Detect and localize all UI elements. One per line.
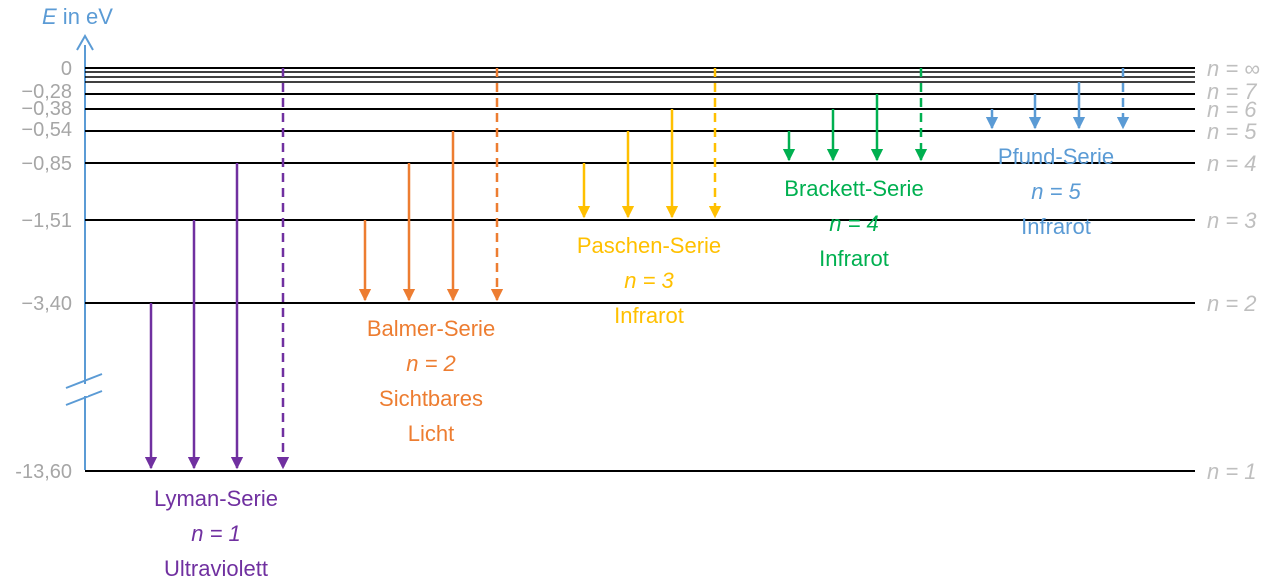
balmer-series-label: Balmer-Serie n = 2 Sichtbares Licht (367, 316, 495, 446)
brackett-label-region: Infrarot (819, 246, 889, 271)
paschen-series (577, 68, 722, 219)
axis-break-mark (65, 373, 103, 389)
quantum-number-labels: n = ∞ n = 7 n = 6 n = 5 n = 4 n = 3 n = … (1207, 56, 1260, 484)
n-label-5: n = 5 (1207, 119, 1257, 144)
n-label-3: n = 3 (1207, 208, 1257, 233)
lyman-series (144, 68, 290, 470)
pfund-series (985, 68, 1130, 130)
n-label-1: n = 1 (1207, 459, 1257, 484)
energy-label-n2: −3,40 (21, 293, 72, 315)
balmer-label-name: Balmer-Serie (367, 316, 495, 341)
n-label-2: n = 2 (1207, 291, 1257, 316)
n-label-6: n = 6 (1207, 97, 1257, 122)
balmer-series (358, 68, 504, 302)
lyman-label-name: Lyman-Serie (154, 486, 278, 511)
axis-break-gap (82, 384, 88, 396)
lyman-label-n: n = 1 (191, 521, 241, 546)
brackett-label-n: n = 4 (829, 211, 879, 236)
energy-axis: E in eV (42, 4, 113, 470)
axis-arrow-head (76, 33, 94, 51)
energy-label-n4: −0,85 (21, 153, 72, 175)
energy-label-n1: -13,60 (15, 461, 72, 483)
paschen-label-region: Infrarot (614, 303, 684, 328)
balmer-label-region: Sichtbares (379, 386, 483, 411)
brackett-series-label: Brackett-Serie n = 4 Infrarot (784, 176, 923, 271)
axis-label-variable: E (42, 4, 57, 29)
paschen-label-n: n = 3 (624, 268, 674, 293)
pfund-label-region: Infrarot (1021, 214, 1091, 239)
energy-label-n3: −1,51 (21, 210, 72, 232)
n-label-4: n = 4 (1207, 151, 1257, 176)
pfund-label-n: n = 5 (1031, 179, 1081, 204)
n-label-infinity: n = ∞ (1207, 56, 1260, 81)
energy-label-n-infinity: 0 (61, 58, 72, 80)
axis-break-mark (65, 390, 103, 406)
axis-label-unit: in eV (57, 4, 114, 29)
lyman-label-region: Ultraviolett (164, 556, 268, 581)
paschen-label-name: Paschen-Serie (577, 233, 721, 258)
paschen-series-label: Paschen-Serie n = 3 Infrarot (577, 233, 721, 328)
balmer-label-region-2: Licht (408, 421, 454, 446)
brackett-series (782, 68, 928, 162)
energy-tick-labels: 0 −0,28 −0,38 −0,54 −0,85 −1,51 −3,40 -1… (15, 58, 72, 483)
brackett-label-name: Brackett-Serie (784, 176, 923, 201)
balmer-label-n: n = 2 (406, 351, 456, 376)
axis-label: E in eV (42, 4, 113, 29)
n-label-7: n = 7 (1207, 79, 1257, 104)
pfund-label-name: Pfund-Serie (998, 144, 1114, 169)
pfund-series-label: Pfund-Serie n = 5 Infrarot (998, 144, 1114, 239)
energy-levels (85, 67, 1195, 472)
energy-label-n6: −0,38 (21, 98, 72, 120)
energy-label-n7: −0,28 (21, 81, 72, 103)
energy-label-n5: −0,54 (21, 119, 72, 141)
lyman-series-label: Lyman-Serie n = 1 Ultraviolett (154, 486, 278, 581)
